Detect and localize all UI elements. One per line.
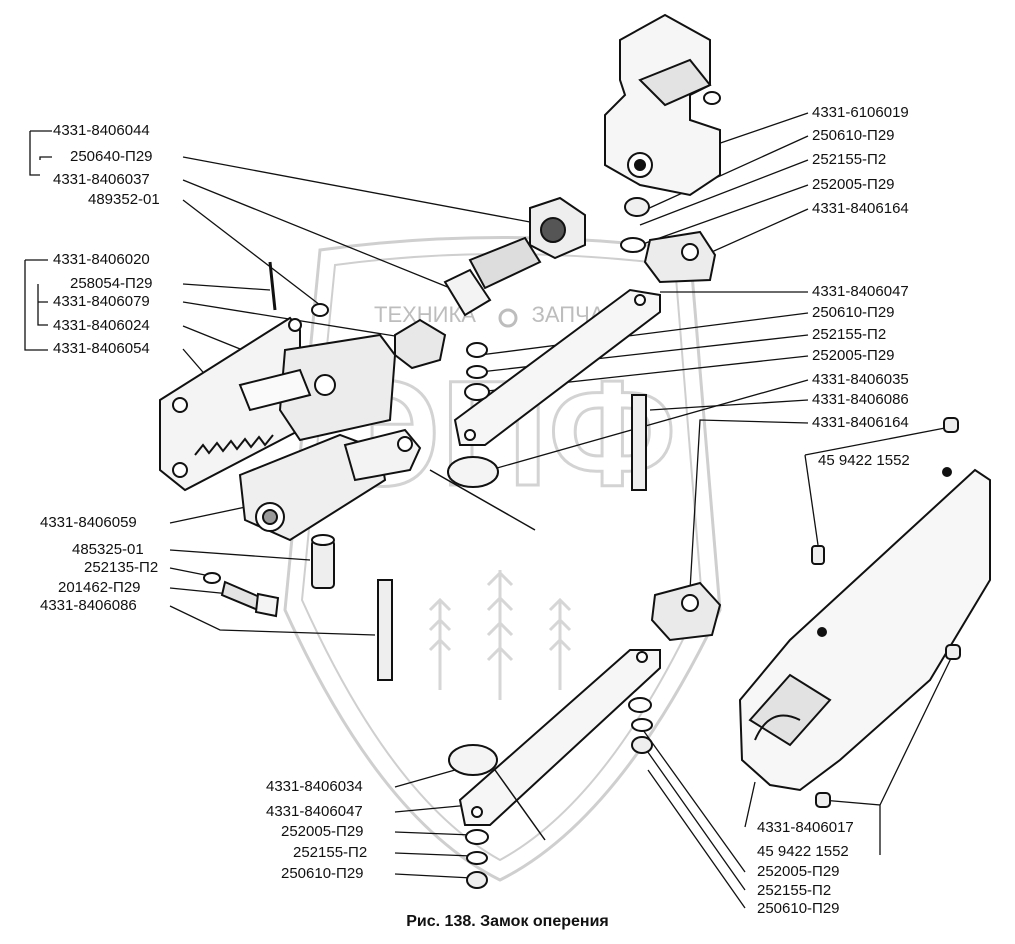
label-252135-P2: 252135-П2 xyxy=(84,559,159,576)
cotter-pin xyxy=(268,261,277,311)
washers-lower xyxy=(465,697,653,889)
pin-485325 xyxy=(311,534,335,589)
hex-nut-large xyxy=(529,196,586,260)
lever-small xyxy=(343,428,422,482)
spring-clip-lower xyxy=(448,744,498,776)
label-4331-8406054: 4331-8406054 xyxy=(53,340,150,357)
label-252155-P2-c: 252155-П2 xyxy=(293,844,368,861)
label-252155-P2-b: 252155-П2 xyxy=(812,326,887,343)
bracket-top-part xyxy=(643,230,717,284)
watermark-gear-icon xyxy=(498,308,518,328)
label-4331-8406035: 4331-8406035 xyxy=(812,371,909,388)
label-250610-P29-b: 250610-П29 xyxy=(812,304,895,321)
label-252155-P2-a: 252155-П2 xyxy=(812,151,887,168)
label-252005-P29-a: 252005-П29 xyxy=(812,176,895,193)
label-4331-8406020: 4331-8406020 xyxy=(53,251,150,268)
lock-cover-part xyxy=(738,467,991,792)
spring xyxy=(194,434,274,456)
nut-washer-top xyxy=(620,197,650,253)
label-4331-8406047-a: 4331-8406047 xyxy=(812,283,909,300)
watermark-wheat-icon xyxy=(428,570,572,700)
label-250610-P29-a: 250610-П29 xyxy=(812,127,895,144)
link-arm-lower xyxy=(458,649,661,826)
bolt-long xyxy=(443,236,542,317)
label-485325-01: 485325-01 xyxy=(72,541,144,558)
label-250610-P29-c: 250610-П29 xyxy=(281,865,364,882)
label-252155-P2-d: 252155-П2 xyxy=(757,882,832,899)
label-250610-P29-d: 250610-П29 xyxy=(757,900,840,917)
label-45-9422-1552-a: 45 9422 1552 xyxy=(818,452,910,469)
cap-nut xyxy=(394,318,447,370)
label-4331-8406086-left: 4331-8406086 xyxy=(40,597,137,614)
label-252005-P29-c: 252005-П29 xyxy=(281,823,364,840)
label-4331-8406164-b: 4331-8406164 xyxy=(812,414,909,431)
label-4331-8406079: 4331-8406079 xyxy=(53,293,150,310)
bracket-mid-part xyxy=(650,581,722,642)
label-4331-8406047-b: 4331-8406047 xyxy=(266,803,363,820)
label-4331-8406086-right: 4331-8406086 xyxy=(812,391,909,408)
washers-upper xyxy=(464,342,490,401)
label-201462-P29: 201462-П29 xyxy=(58,579,141,596)
label-45-9422-1552-b: 45 9422 1552 xyxy=(757,843,849,860)
rod-right xyxy=(631,394,647,491)
label-250640-P29: 250640-П29 xyxy=(70,148,153,165)
bolt-lower xyxy=(203,572,280,618)
label-4331-8406024: 4331-8406024 xyxy=(53,317,150,334)
label-4331-8406037: 4331-8406037 xyxy=(53,171,150,188)
label-4331-8406059: 4331-8406059 xyxy=(40,514,137,531)
washer-small xyxy=(311,303,329,317)
label-4331-6106019: 4331-6106019 xyxy=(812,104,909,121)
figure-caption: Рис. 138. Замок оперения xyxy=(406,913,609,930)
screws-cover xyxy=(811,417,961,808)
rod-left xyxy=(377,579,393,681)
spring-wire-lower xyxy=(494,769,546,841)
label-4331-8406017: 4331-8406017 xyxy=(757,819,854,836)
label-4331-8406044: 4331-8406044 xyxy=(53,122,150,139)
label-489352-01: 489352-01 xyxy=(88,191,160,208)
spring-wire xyxy=(429,469,536,531)
label-258054-P29: 258054-П29 xyxy=(70,275,153,292)
lock-body-part xyxy=(238,333,397,442)
label-252005-P29-b: 252005-П29 xyxy=(812,347,895,364)
spring-clip-upper xyxy=(447,456,499,488)
label-252005-P29-d: 252005-П29 xyxy=(757,863,840,880)
label-4331-8406034: 4331-8406034 xyxy=(266,778,363,795)
lock-housing-part xyxy=(604,13,721,197)
label-4331-8406164-a: 4331-8406164 xyxy=(812,200,909,217)
link-arm-upper xyxy=(453,288,661,446)
